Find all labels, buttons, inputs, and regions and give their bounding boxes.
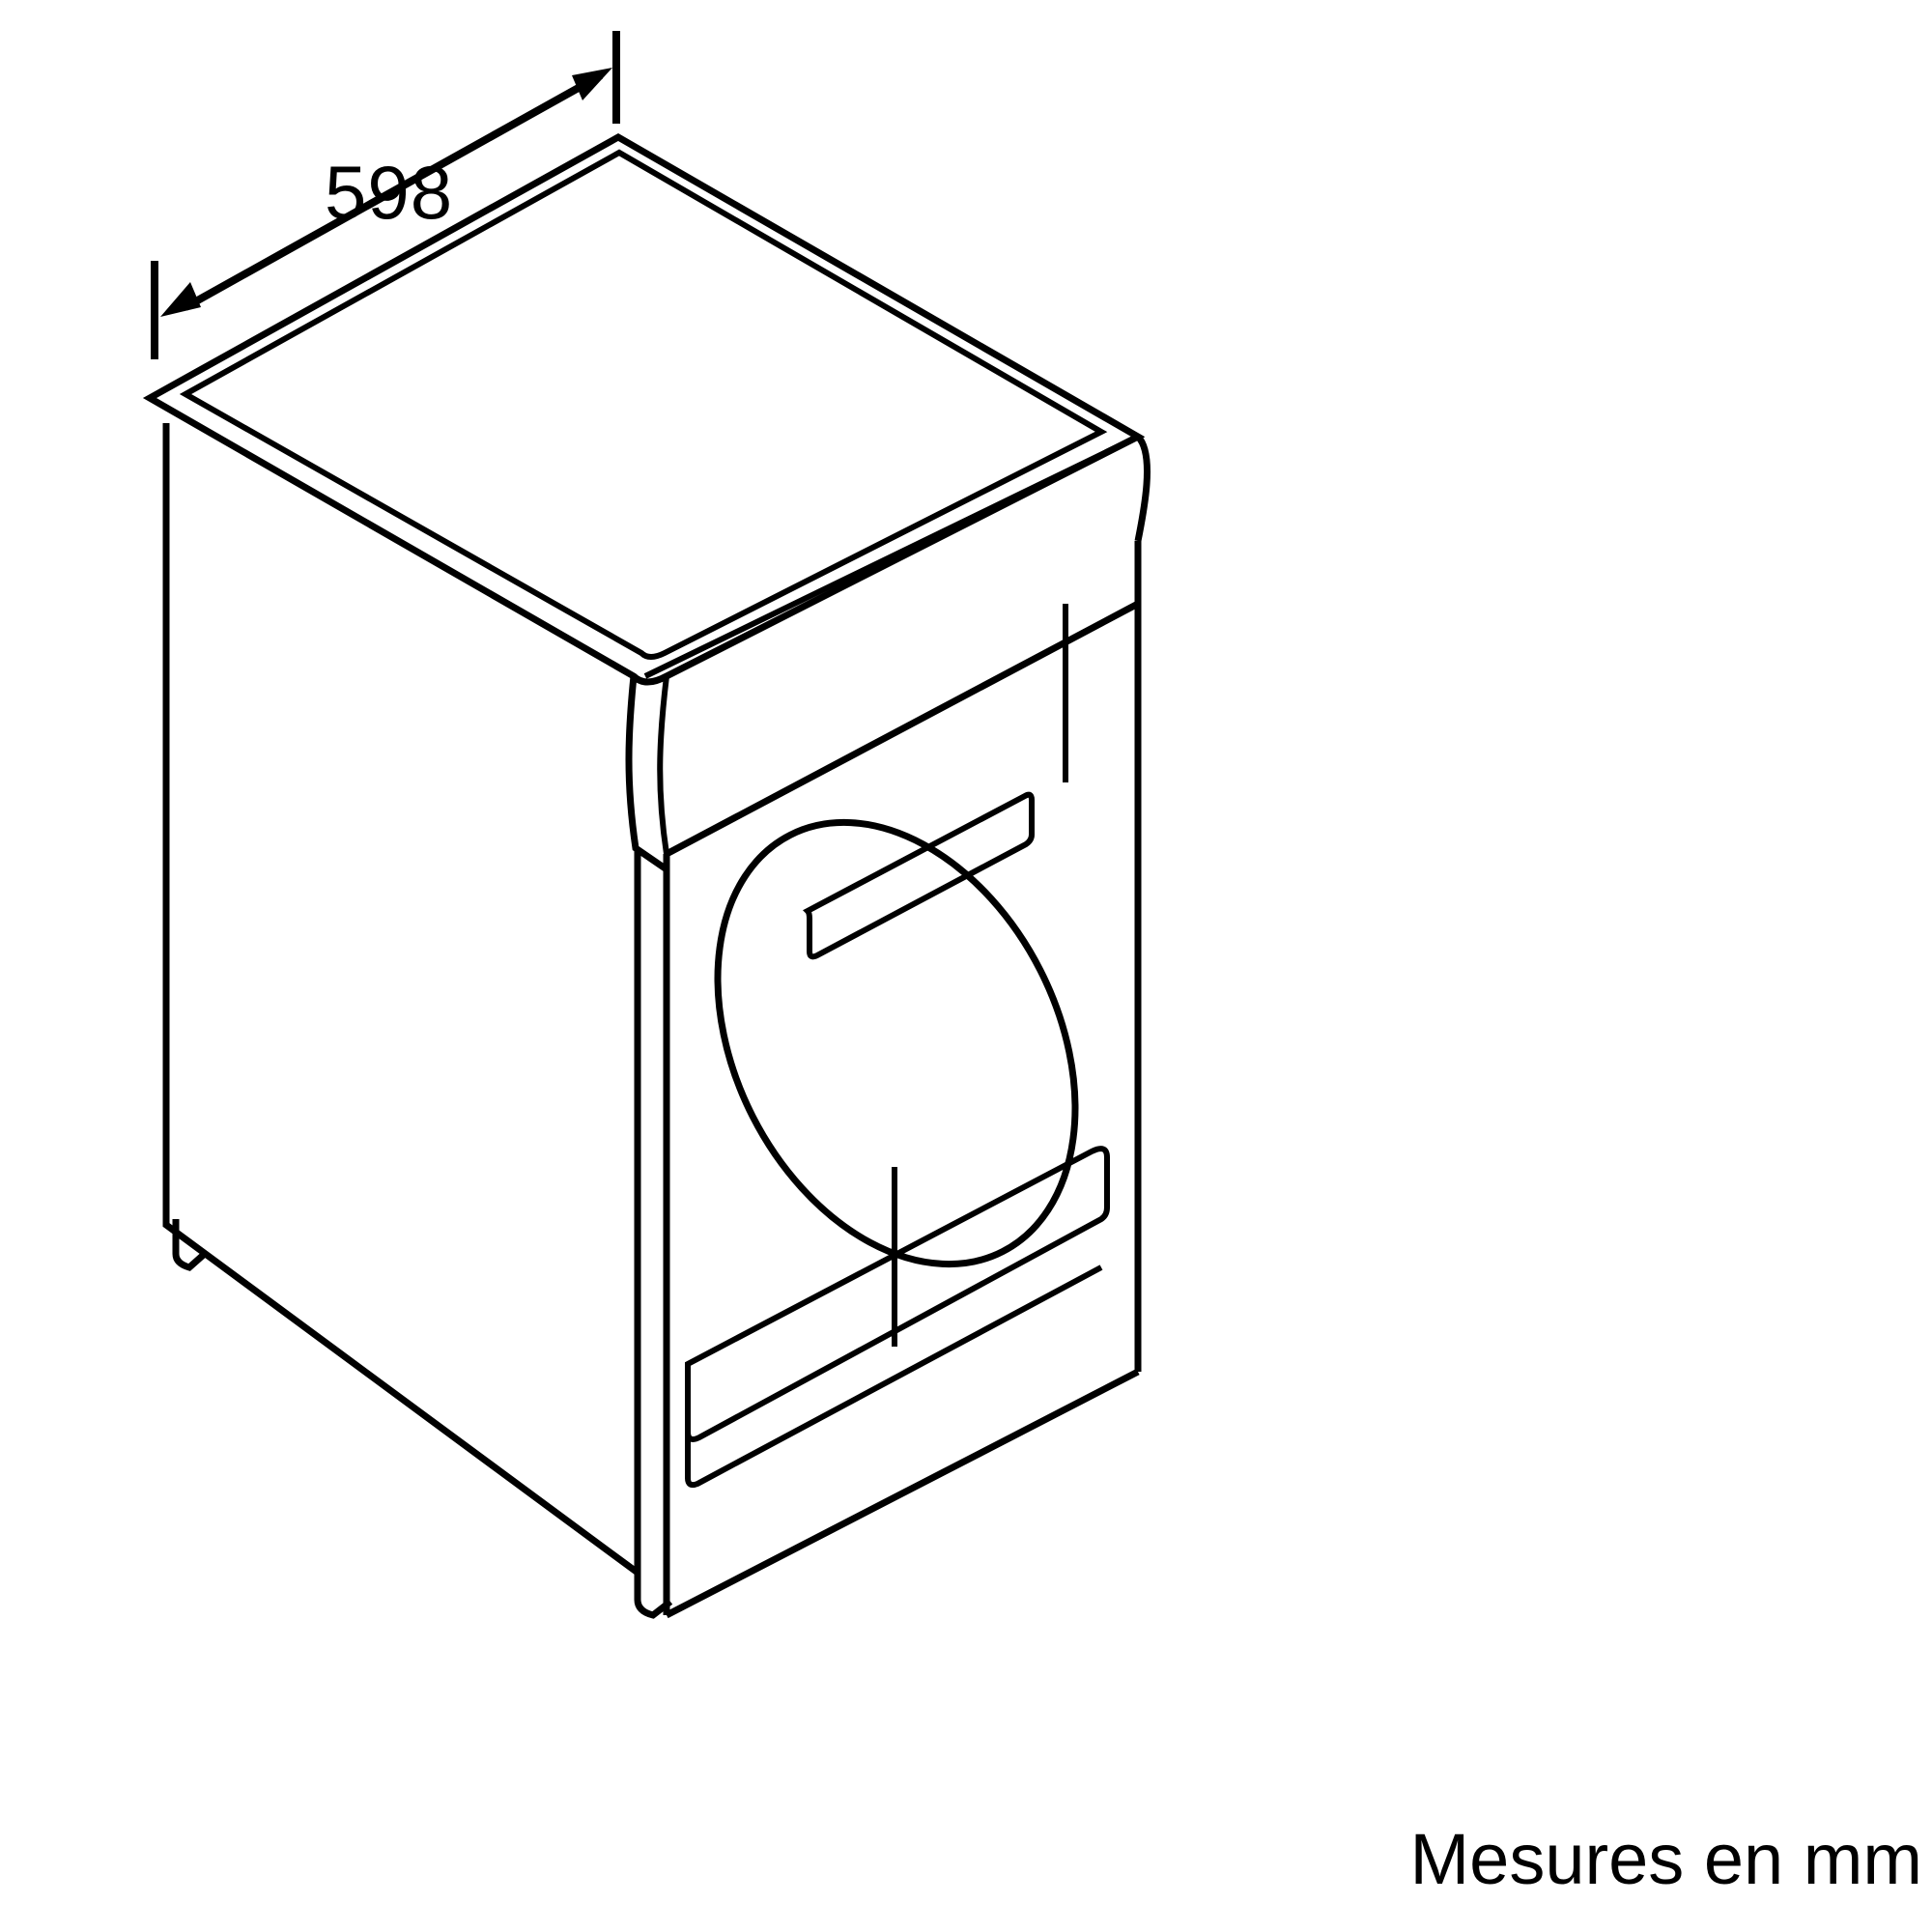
handle-slot <box>803 791 1035 960</box>
top-panel-outer <box>142 132 1146 686</box>
dimension-value-598: 598 <box>325 150 453 235</box>
units-caption: Mesures en mm <box>1410 1819 1922 1899</box>
front-left-fascia-strip <box>657 675 669 855</box>
foot-front-left <box>634 1565 673 1619</box>
dimension-arrow-left <box>160 282 201 317</box>
front-left-edge <box>625 675 668 872</box>
top-panel-inner-rim <box>179 149 1108 660</box>
door-opening <box>714 818 1079 1268</box>
lower-drawer-panel <box>685 1146 1110 1442</box>
front-panel-bottom-edge <box>665 1368 1140 1619</box>
left-side-panel <box>162 423 641 1579</box>
foot-rear-left <box>172 1219 210 1271</box>
lower-sub-panel <box>685 1264 1103 1489</box>
dimension-arrow-right <box>572 68 612 100</box>
front-panel-top-edge <box>665 600 1140 858</box>
cabinet-right-shoulder <box>1134 434 1151 542</box>
front-panel-overhang-lip <box>643 434 1140 679</box>
appliance-outline <box>142 132 1151 1619</box>
dimension-598-group: 598 <box>151 31 620 359</box>
dimension-leader-line <box>184 71 603 311</box>
